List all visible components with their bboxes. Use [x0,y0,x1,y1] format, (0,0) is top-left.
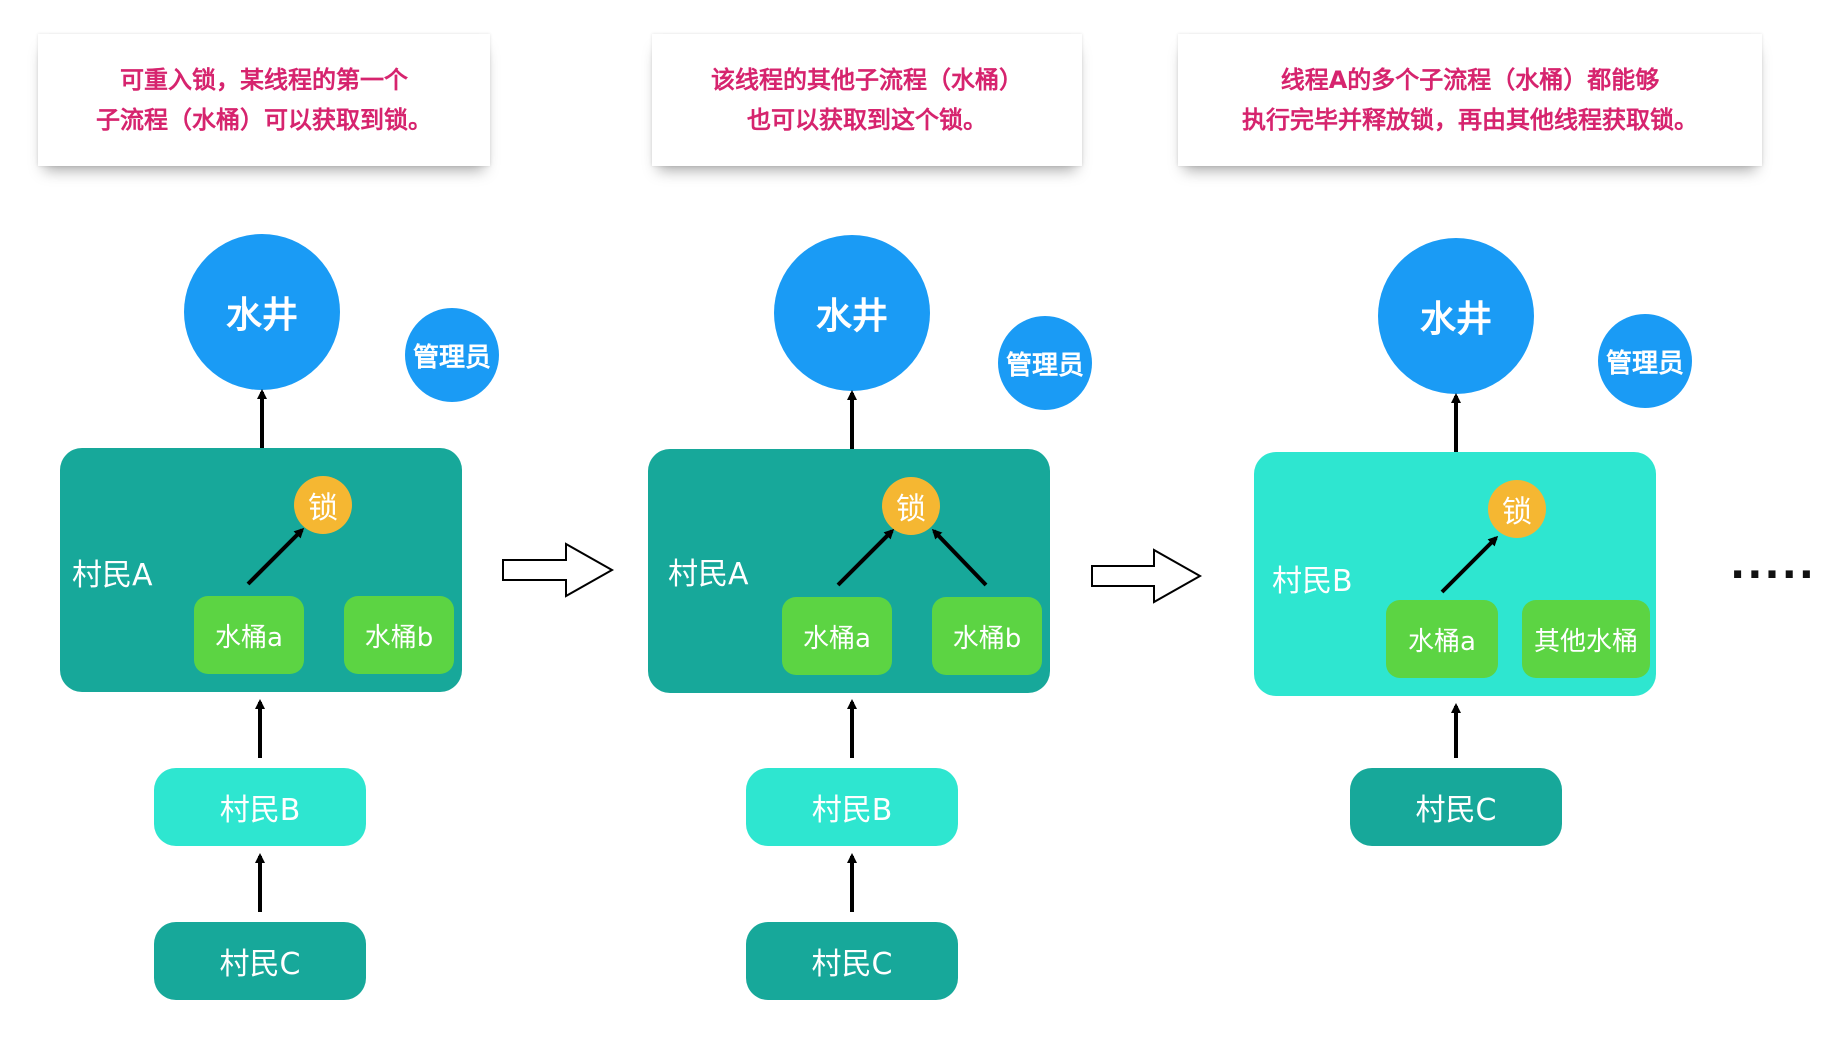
lock-node: 锁 [294,476,352,534]
queue-villager-c: 村民C [154,922,366,1000]
bucket-b: 水桶b [344,596,454,674]
bucket-other: 其他水桶 [1522,600,1650,678]
admin-node: 管理员 [998,316,1092,410]
lock-node: 锁 [1488,480,1546,538]
note-callout: 线程A的多个子流程（水桶）都能够 执行完毕并释放锁，再由其他线程获取锁。 [1178,34,1762,166]
bucket-b: 水桶b [932,597,1042,675]
transition-arrow-1 [502,542,615,598]
queue-villager-c: 村民C [1350,768,1562,846]
well-node: 水井 [774,235,930,391]
village-label: 村民B [1272,564,1353,599]
queue-villager-b: 村民B [154,768,366,846]
admin-node: 管理员 [1598,314,1692,408]
note-line-2: 也可以获取到这个锁。 [747,106,987,134]
well-node: 水井 [184,234,340,390]
lock-node: 锁 [882,477,940,535]
arrow-bucket-a-to-lock [836,528,895,587]
note-line-1: 该线程的其他子流程（水桶） [711,66,1023,94]
note-callout: 可重入锁，某线程的第一个 子流程（水桶）可以获取到锁。 [38,34,490,166]
admin-node: 管理员 [405,308,499,402]
ellipsis: ····· [1730,552,1816,598]
village-label: 村民A [668,557,749,592]
note-line-1: 可重入锁，某线程的第一个 [120,66,408,94]
note-line-2: 子流程（水桶）可以获取到锁。 [96,106,432,134]
arrow-bucket-b-to-lock [931,528,988,587]
queue-villager-b: 村民B [746,768,958,846]
well-node: 水井 [1378,238,1534,394]
bucket-a: 水桶a [782,597,892,675]
bucket-a: 水桶a [1386,600,1498,678]
bucket-a: 水桶a [194,596,304,674]
arrow-bucket-to-lock [246,527,305,586]
village-label: 村民A [72,558,153,593]
note-line-2: 执行完毕并释放锁，再由其他线程获取锁。 [1242,106,1698,134]
note-callout: 该线程的其他子流程（水桶） 也可以获取到这个锁。 [652,34,1082,166]
arrow-bucket-to-lock [1440,535,1499,594]
note-line-1: 线程A的多个子流程（水桶）都能够 [1280,66,1660,94]
village-box: 村民B 锁 水桶a 其他水桶 [1254,452,1656,696]
village-box: 村民A 锁 水桶a 水桶b [60,448,462,692]
queue-villager-c: 村民C [746,922,958,1000]
village-box: 村民A 锁 水桶a 水桶b [648,449,1050,693]
transition-arrow-2 [1091,548,1203,604]
